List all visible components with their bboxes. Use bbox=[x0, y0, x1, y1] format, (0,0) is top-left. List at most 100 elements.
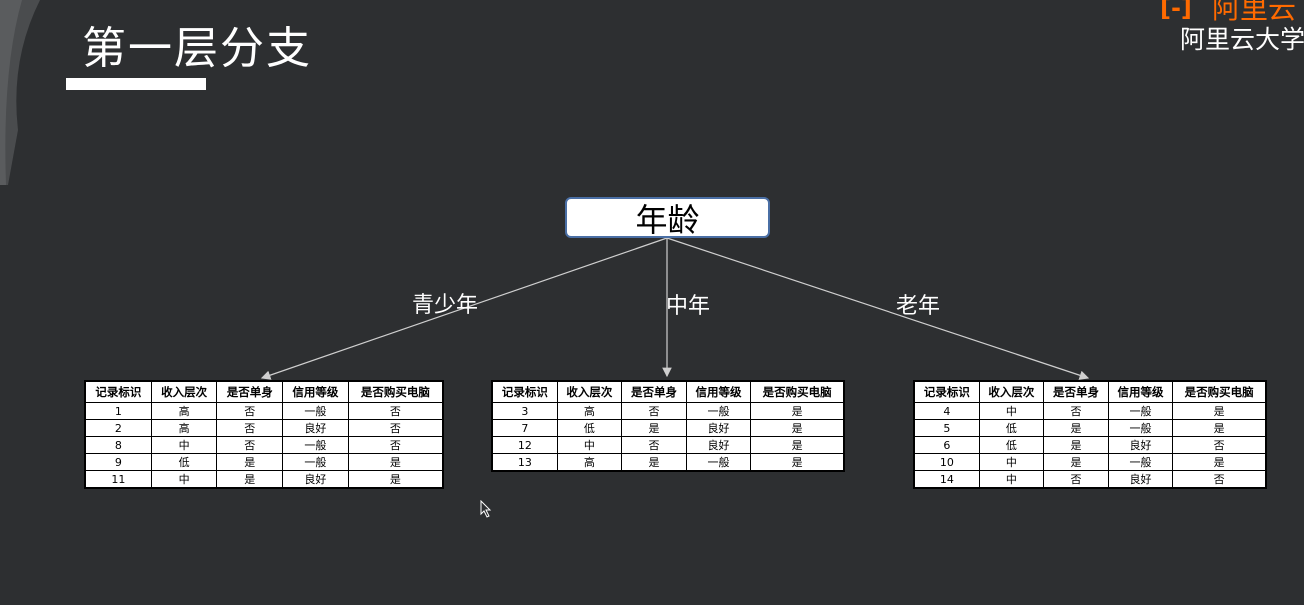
table-cell: 是 bbox=[1043, 453, 1109, 471]
logo-subtitle: 阿里云大学 bbox=[1180, 25, 1304, 54]
table-header-row: 记录标识收入层次是否单身信用等级是否购买电脑 bbox=[913, 380, 1267, 403]
table-cell: 否 bbox=[216, 419, 284, 437]
table-cell: 一般 bbox=[1107, 402, 1174, 420]
column-header: 信用等级 bbox=[1107, 380, 1174, 403]
table-cell: 良好 bbox=[1107, 470, 1174, 489]
table-cell: 7 bbox=[491, 419, 558, 437]
column-header: 收入层次 bbox=[150, 380, 218, 403]
slide-decoration-curve bbox=[0, 0, 40, 185]
edge-right bbox=[666, 237, 1090, 380]
table-cell: 是 bbox=[750, 419, 845, 437]
table-cell: 9 bbox=[84, 453, 152, 471]
table-cell: 良好 bbox=[685, 419, 752, 437]
column-header: 是否单身 bbox=[621, 380, 687, 403]
table-cell: 是 bbox=[750, 436, 845, 454]
table-cell: 良好 bbox=[282, 470, 349, 489]
table-cell: 高 bbox=[150, 419, 218, 437]
table-cell: 一般 bbox=[282, 436, 349, 454]
table-cell: 是 bbox=[621, 453, 687, 472]
table-cell: 是 bbox=[750, 453, 845, 472]
table-cell: 中 bbox=[978, 453, 1045, 471]
column-header: 是否购买电脑 bbox=[750, 380, 845, 403]
table-cell: 13 bbox=[491, 453, 558, 472]
edge-left bbox=[260, 237, 668, 380]
table-cell: 6 bbox=[913, 436, 980, 454]
table-cell: 低 bbox=[556, 419, 623, 437]
table-cell: 否 bbox=[1043, 470, 1109, 489]
root-node-age: 年龄 bbox=[565, 197, 770, 239]
table-cell: 5 bbox=[913, 419, 980, 437]
table-cell: 否 bbox=[621, 436, 687, 454]
table-cell: 良好 bbox=[282, 419, 349, 437]
table-cell: 高 bbox=[556, 402, 623, 420]
table-cell: 中 bbox=[150, 470, 218, 489]
table-cell: 8 bbox=[84, 436, 152, 454]
page-title: 第一层分支 bbox=[82, 23, 312, 74]
column-header: 是否单身 bbox=[216, 380, 284, 403]
column-header: 收入层次 bbox=[978, 380, 1045, 403]
column-header: 是否购买电脑 bbox=[1172, 380, 1267, 403]
table-cell: 低 bbox=[150, 453, 218, 471]
title-underline bbox=[66, 78, 206, 90]
column-header: 收入层次 bbox=[556, 380, 623, 403]
table-cell: 否 bbox=[216, 436, 284, 454]
table-cell: 是 bbox=[1043, 436, 1109, 454]
table-cell: 良好 bbox=[1107, 436, 1174, 454]
table-cell: 否 bbox=[621, 402, 687, 420]
table-cell: 是 bbox=[1172, 419, 1267, 437]
branch-label-middle-age: 中年 bbox=[666, 294, 711, 319]
table-cell: 是 bbox=[216, 470, 284, 489]
table-cell: 低 bbox=[978, 419, 1045, 437]
table-cell: 是 bbox=[750, 402, 845, 420]
table-cell: 一般 bbox=[1107, 453, 1174, 471]
table-header-row: 记录标识收入层次是否单身信用等级是否购买电脑 bbox=[84, 380, 444, 403]
aliyun-logo-icon: [-] bbox=[1160, 0, 1192, 22]
table-cell: 中 bbox=[978, 470, 1045, 489]
branch-label-youth: 青少年 bbox=[412, 293, 479, 318]
table-cell: 是 bbox=[216, 453, 284, 471]
table-cell: 否 bbox=[216, 402, 284, 420]
column-header: 是否单身 bbox=[1043, 380, 1109, 403]
table-cell: 3 bbox=[491, 402, 558, 420]
table-cell: 是 bbox=[1172, 402, 1267, 420]
table-cell: 是 bbox=[1172, 453, 1267, 471]
logo-brand-text: 阿里云 bbox=[1212, 0, 1297, 25]
table-cell: 高 bbox=[150, 402, 218, 420]
table-cell: 11 bbox=[84, 470, 152, 489]
column-header: 是否购买电脑 bbox=[347, 380, 444, 403]
table-cell: 否 bbox=[1172, 436, 1267, 454]
table-cell: 否 bbox=[347, 419, 444, 437]
table-cell: 是 bbox=[621, 419, 687, 437]
table-cell: 否 bbox=[347, 402, 444, 420]
table-cell: 一般 bbox=[685, 453, 752, 472]
table-cell: 12 bbox=[491, 436, 558, 454]
table-cell: 一般 bbox=[685, 402, 752, 420]
column-header: 记录标识 bbox=[491, 380, 558, 403]
table-cell: 10 bbox=[913, 453, 980, 471]
table-cell: 一般 bbox=[282, 402, 349, 420]
table-cell: 中 bbox=[150, 436, 218, 454]
table-header-row: 记录标识收入层次是否单身信用等级是否购买电脑 bbox=[491, 380, 845, 403]
table-cell: 否 bbox=[347, 436, 444, 454]
column-header: 记录标识 bbox=[84, 380, 152, 403]
table-cell: 14 bbox=[913, 470, 980, 489]
table-cell: 一般 bbox=[1107, 419, 1174, 437]
column-header: 记录标识 bbox=[913, 380, 980, 403]
table-cell: 低 bbox=[978, 436, 1045, 454]
table-cell: 中 bbox=[556, 436, 623, 454]
